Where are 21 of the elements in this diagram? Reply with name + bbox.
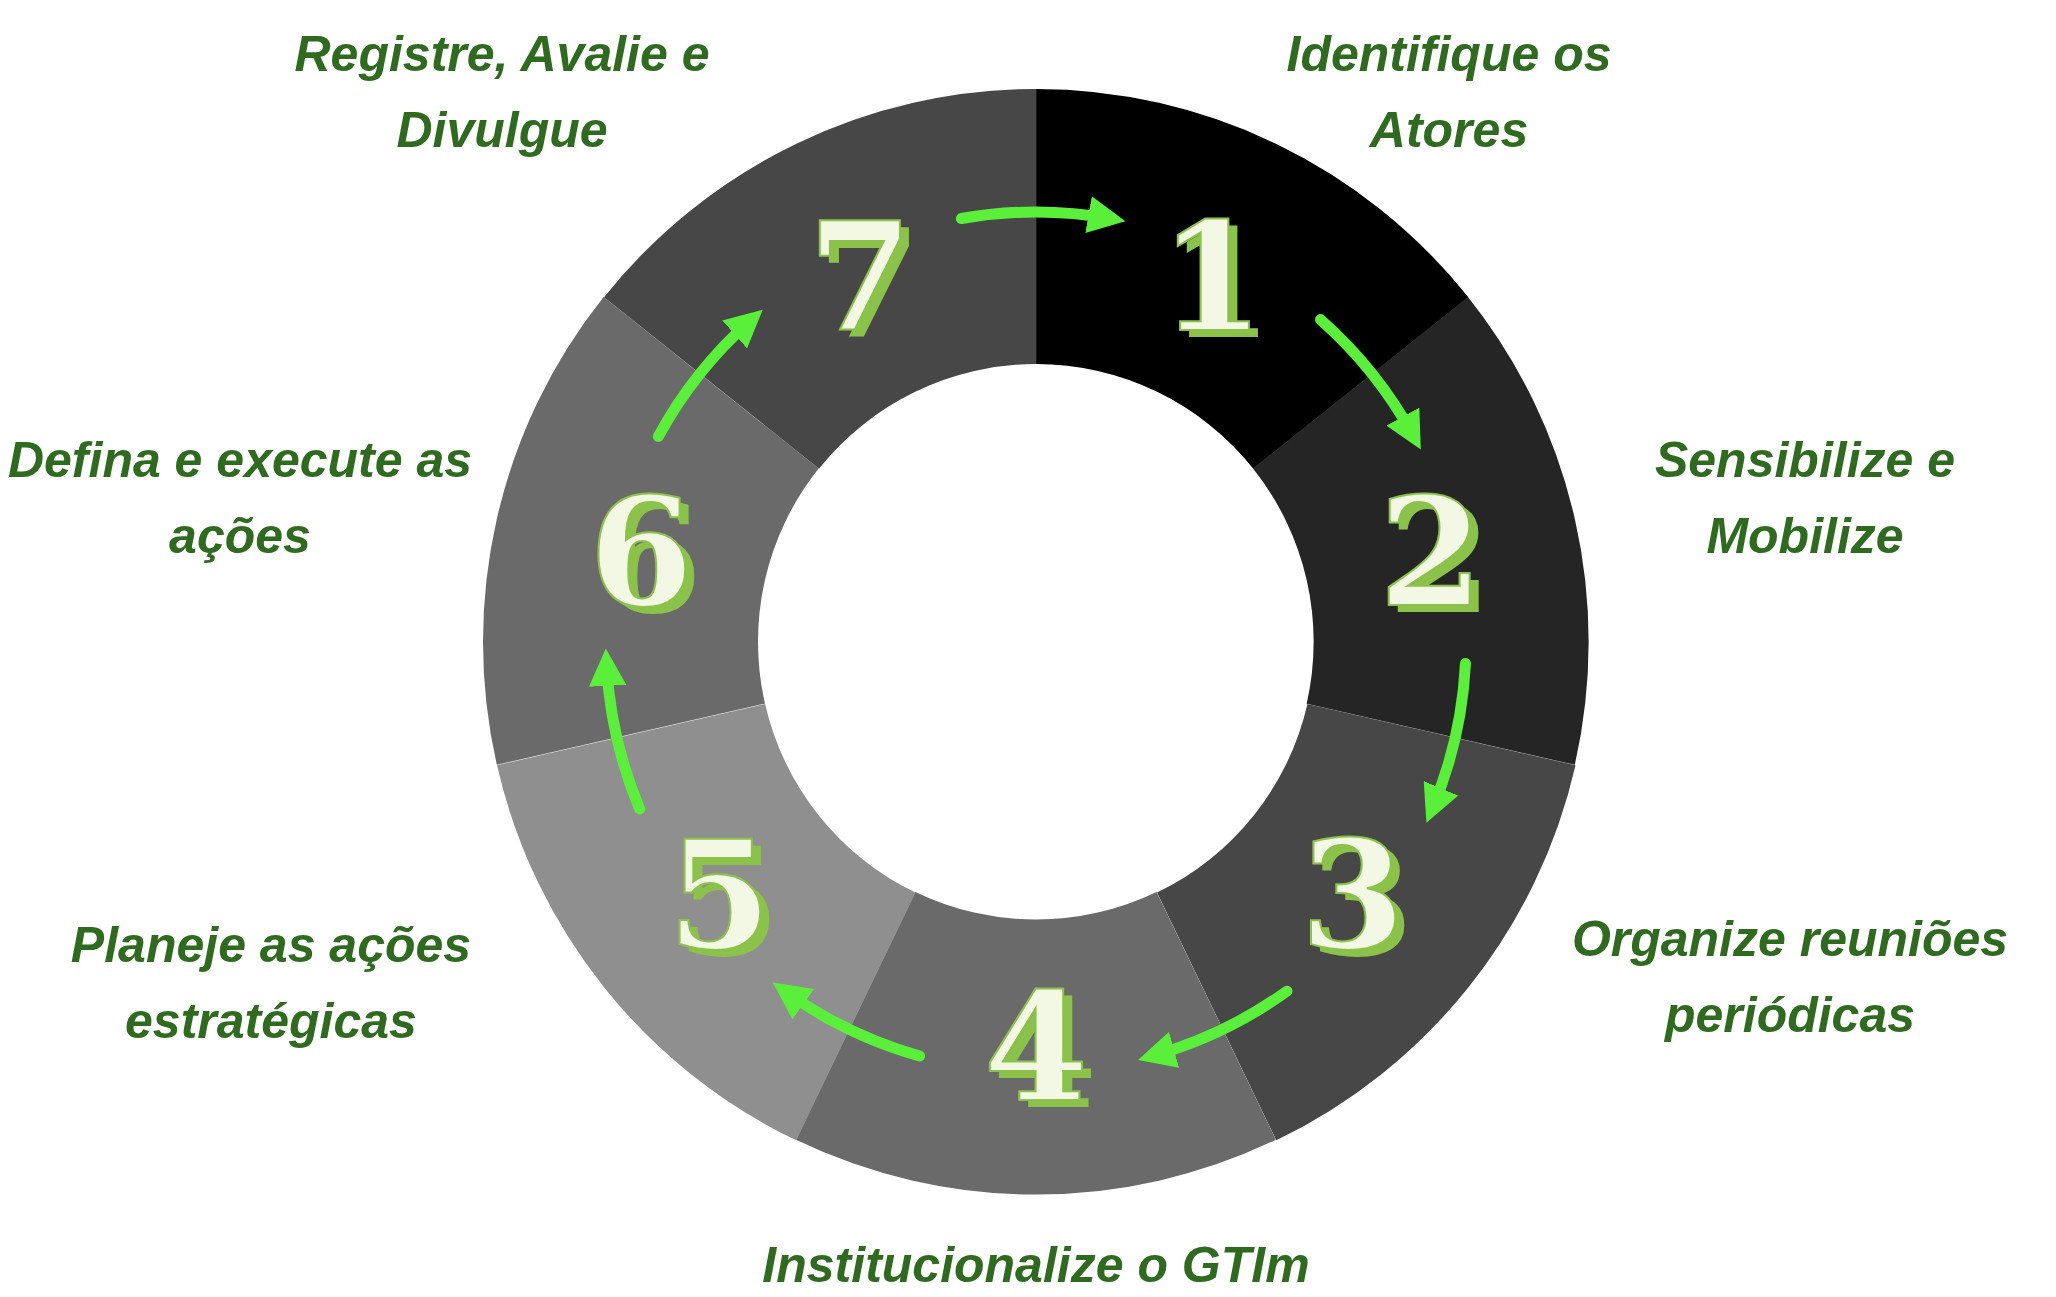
curved-arrow: [1315, 314, 1422, 450]
step-label: Institucionalize o GTIm: [761, 1236, 1311, 1295]
step-label: Sensibilize e Mobilize: [1653, 431, 1957, 566]
step-label: Planeje as ações estratégicas: [69, 916, 473, 1051]
step-number: 6: [588, 476, 694, 627]
step-label: Identifique os Atores: [1285, 25, 1613, 160]
curved-arrow: [1138, 985, 1293, 1067]
step-label: Defina e execute as ações: [6, 431, 474, 566]
step-number: 5: [667, 819, 772, 970]
step-number: 2: [1378, 476, 1483, 627]
curved-arrow: [955, 197, 1126, 235]
curved-arrow: [772, 982, 926, 1062]
curved-arrow: [652, 309, 763, 442]
step-number: 7: [808, 202, 913, 353]
step-label: Organize reuniões periódicas: [1570, 910, 2010, 1045]
curved-arrow: [1422, 657, 1471, 824]
step-number: 3: [1300, 819, 1405, 970]
step-label: Registre, Avalie e Divulgue: [293, 25, 711, 160]
step-number: 4: [983, 972, 1089, 1122]
step-number: 1: [1159, 202, 1264, 353]
curved-arrow: [590, 648, 646, 815]
